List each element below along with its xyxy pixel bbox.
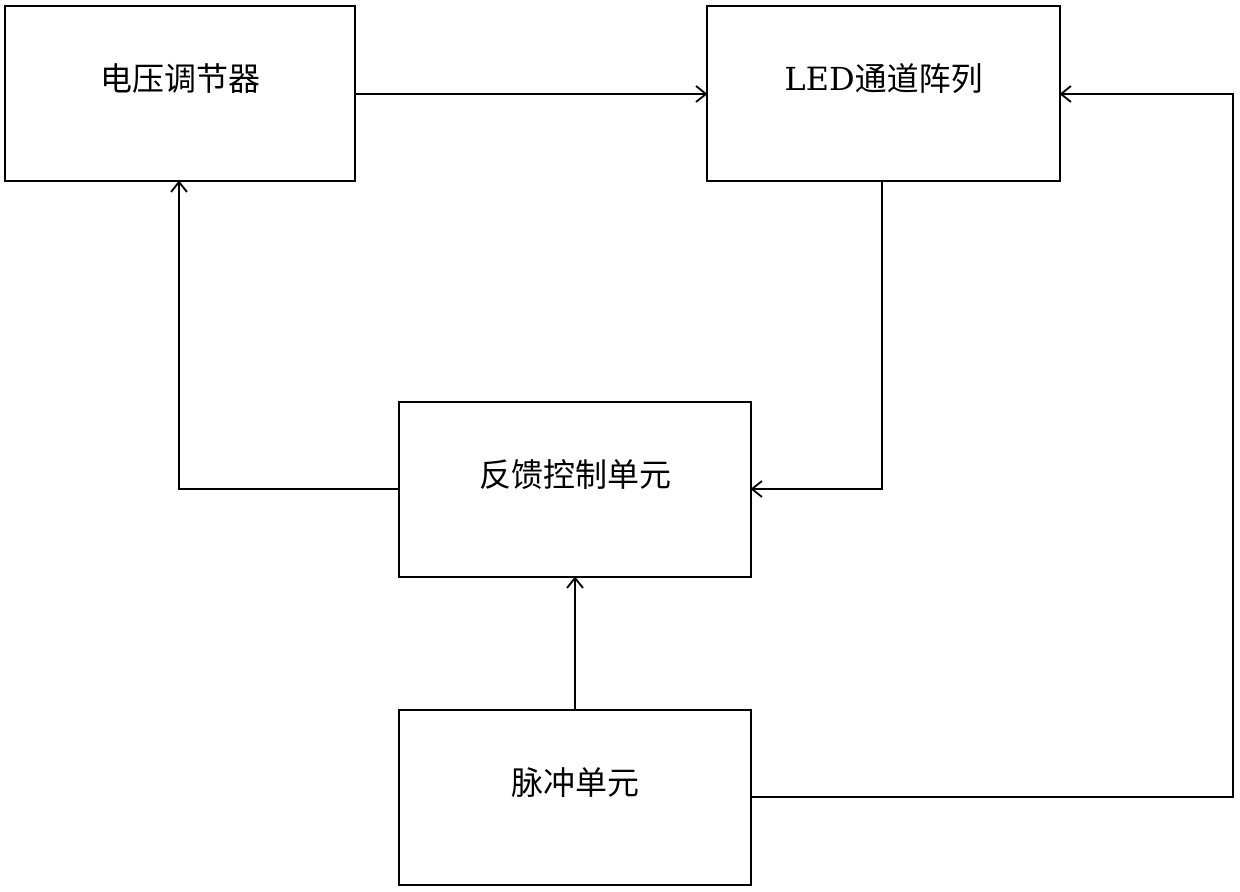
voltage-regulator-label: 电压调节器 (99, 59, 260, 98)
pulse-unit-label: 脉冲单元 (510, 763, 639, 802)
voltage-regulator-box: 电压调节器 (4, 5, 356, 182)
feedback-control-label: 反馈控制单元 (478, 455, 671, 494)
led-array-box: LED通道阵列 (706, 5, 1061, 182)
edge-pulse-to-feedback (566, 576, 584, 709)
edge-feedback-to-voltage (170, 180, 398, 490)
pulse-unit-box: 脉冲单元 (398, 709, 752, 886)
feedback-control-box: 反馈控制单元 (398, 401, 752, 578)
edge-led-to-feedback (750, 182, 883, 498)
led-array-label: LED通道阵列 (784, 59, 983, 98)
edge-pulse-to-led (752, 85, 1234, 798)
edge-voltage-to-led (356, 85, 708, 103)
